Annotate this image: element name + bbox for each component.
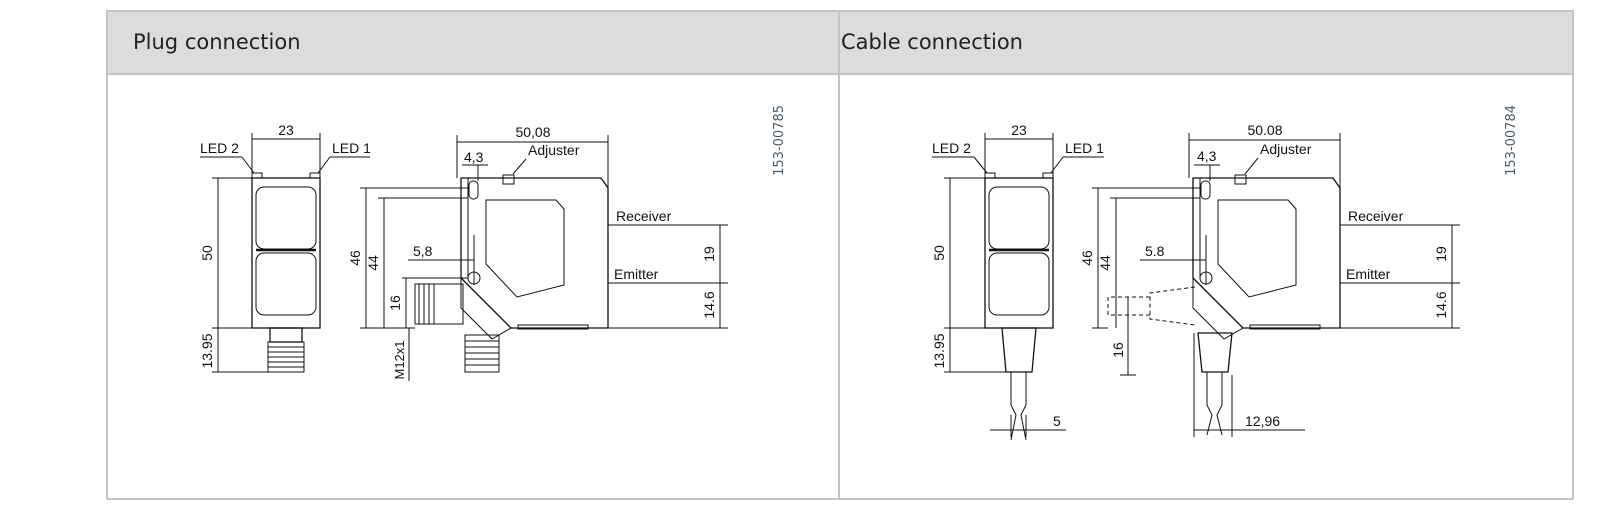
w58-dim: 5.8 [1145,243,1165,259]
cable-connection-heading: Cable connection [841,30,1023,54]
adjuster-label: Adjuster [1260,141,1312,157]
front-view: 23 LED 2 LED 1 50 13.95 5 [931,122,1104,441]
front-view: 23 LED 2 LED 1 50 13.95 [199,122,371,373]
w58-dim: 5,8 [413,243,433,259]
side-view: 50,08 4,3 Adjuster Receiver Emitter 19 1… [347,124,728,381]
h19-dim: 19 [1433,246,1449,262]
plug-connection-heading: Plug connection [133,30,301,54]
height-dim: 50 [931,245,947,261]
connector-length-dim: 13.95 [931,333,947,368]
cable-connection-drawing: 153-00784 23 LED 2 [931,105,1519,441]
h46-dim: 46 [347,250,363,266]
side-view: 50.08 4,3 Adjuster Receiver Emitter 19 1… [1079,122,1460,437]
column-divider [838,12,840,498]
h146-dim: 14.6 [1433,291,1449,318]
drawing-code: 153-00784 [1504,105,1519,176]
hole-offset-dim: 4,3 [1197,148,1217,164]
connector-length-dim: 13.95 [199,333,215,368]
led2-label: LED 2 [932,140,971,156]
emitter-label: Emitter [1346,266,1391,282]
thread-label: M12x1 [392,340,407,379]
receiver-label: Receiver [1348,208,1404,224]
h46-dim: 46 [1079,250,1095,266]
width-dim: 23 [278,122,294,138]
cable-connection-cell: 153-00784 23 LED 2 [840,75,1570,498]
h146-dim: 14.6 [701,291,717,318]
h16-dim: 16 [1110,342,1126,358]
depth-dim: 50,08 [515,124,550,140]
cable-diameter-dim: 5 [1053,413,1061,429]
width-dim: 23 [1011,122,1027,138]
h19-dim: 19 [701,246,717,262]
h44-dim: 44 [365,255,381,271]
height-dim: 50 [199,245,215,261]
plug-connection-cell: 153-00785 23 [108,75,838,498]
dimension-table: Plug connection Cable connection 153-007… [106,10,1574,500]
hole-offset-dim: 4,3 [464,149,484,165]
led1-label: LED 1 [332,140,371,156]
h44-dim: 44 [1097,255,1113,271]
cable-offset-dim: 12,96 [1245,413,1280,429]
adjuster-label: Adjuster [528,142,580,158]
receiver-label: Receiver [616,208,672,224]
table-header-row [108,12,1572,75]
drawing-code: 153-00785 [772,105,787,176]
led2-label: LED 2 [200,140,239,156]
h16-dim: 16 [387,295,403,311]
led1-label: LED 1 [1065,140,1104,156]
plug-connection-drawing: 153-00785 23 [199,105,787,381]
depth-dim: 50.08 [1247,122,1282,138]
emitter-label: Emitter [614,266,659,282]
